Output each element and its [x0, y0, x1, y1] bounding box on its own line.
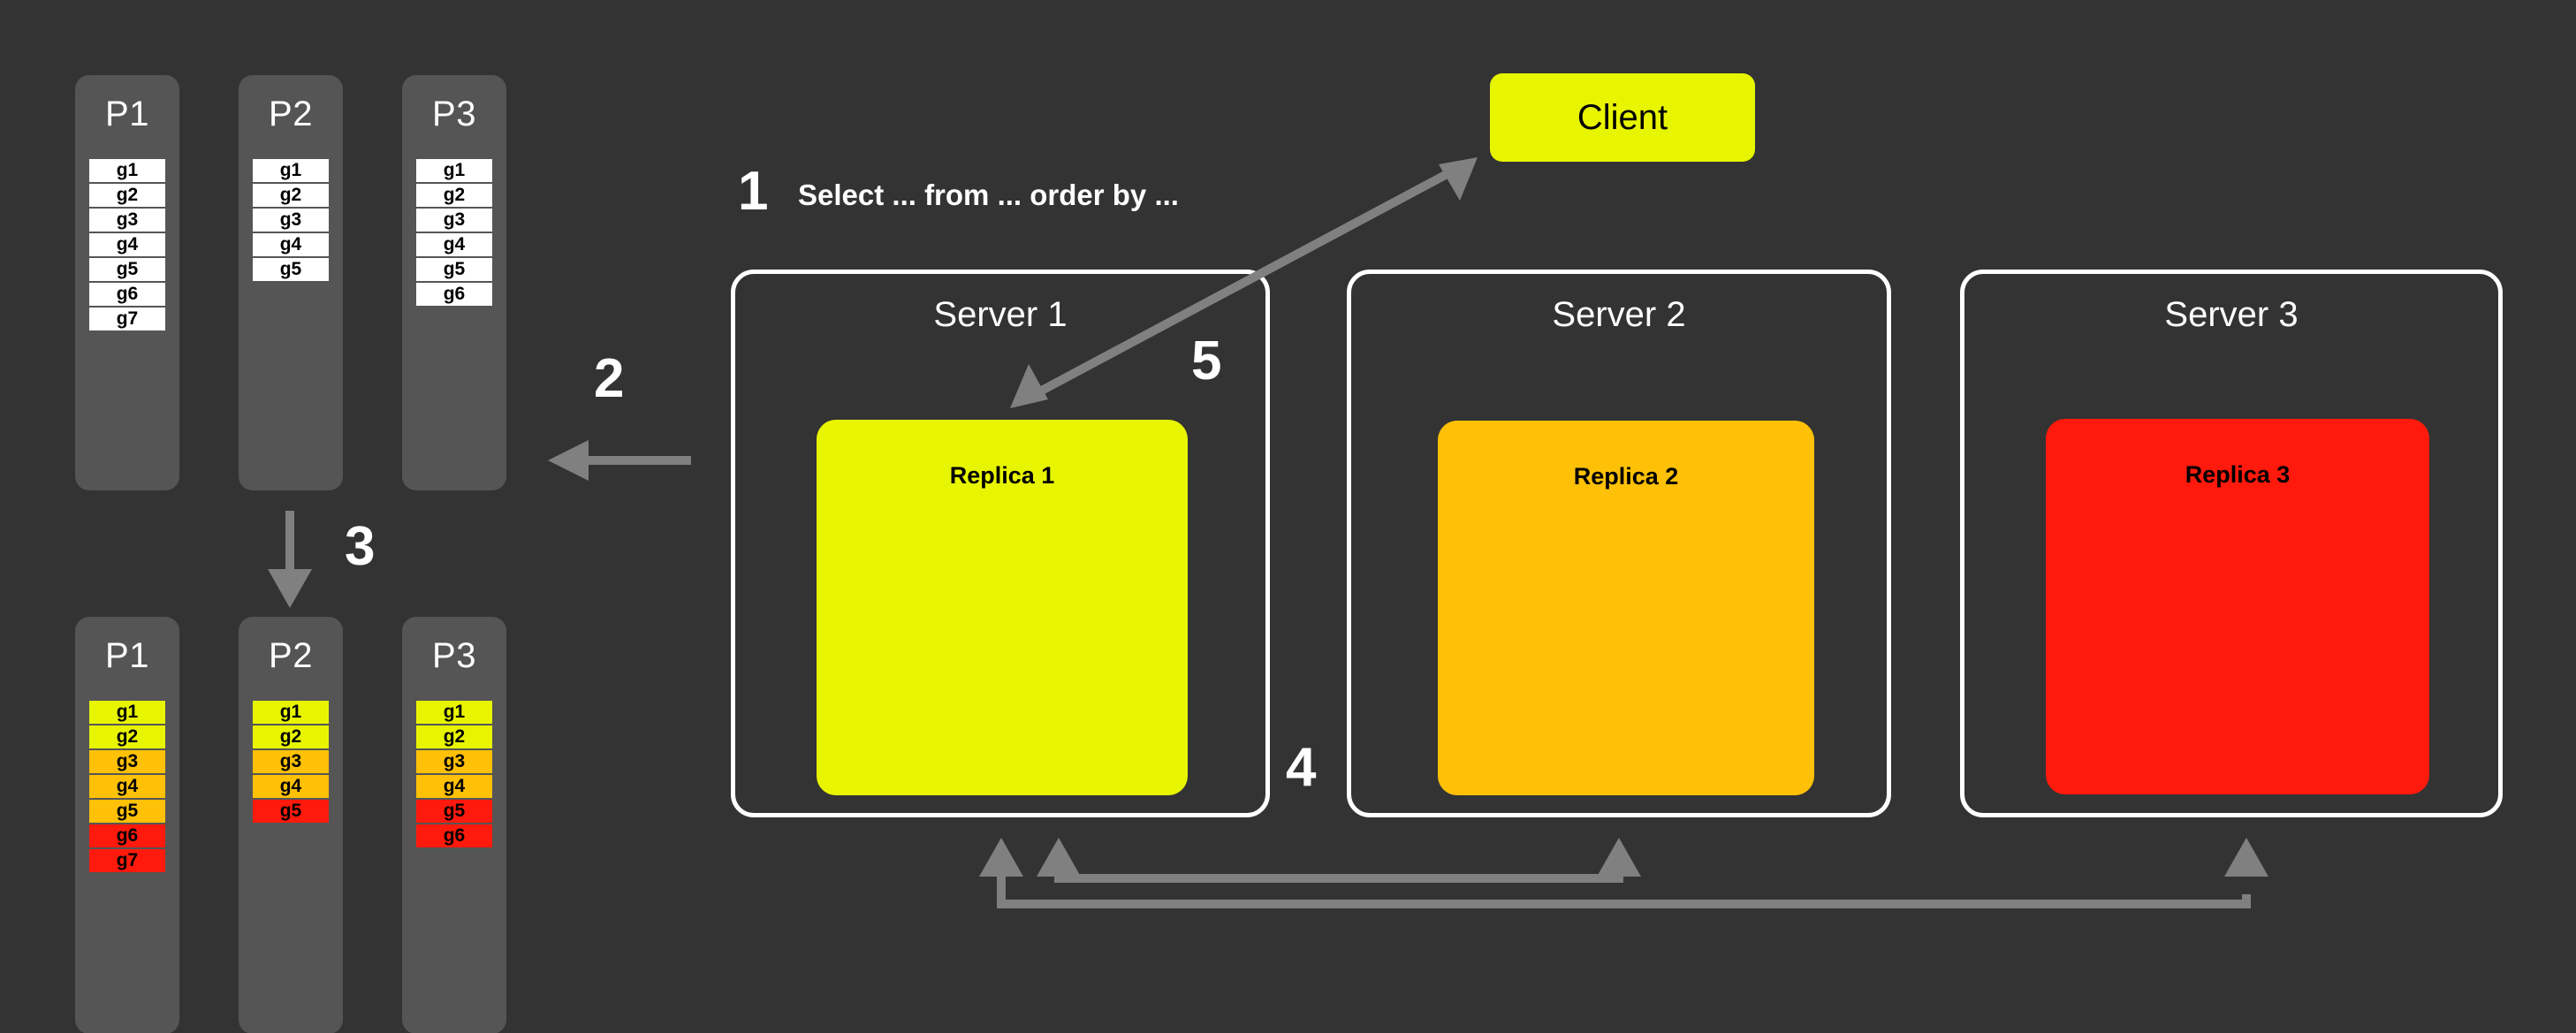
partition-cell: g4 — [89, 775, 165, 798]
partition-title: P3 — [432, 636, 476, 675]
partition-cell: g3 — [89, 209, 165, 232]
partition-cell: g2 — [89, 725, 165, 748]
partition-cell: g4 — [89, 233, 165, 256]
partition-cell: g6 — [416, 824, 492, 847]
partition-cell: g1 — [89, 159, 165, 182]
partition-cells: g1 g2 g3 g4 g5 g6 — [416, 159, 492, 308]
replica-box-1[interactable]: Replica 1 — [817, 420, 1188, 795]
partition-cell: g4 — [416, 775, 492, 798]
partition-cell: g6 — [416, 283, 492, 306]
replica-label: Replica 3 — [2185, 461, 2291, 488]
partition-cell: g1 — [416, 159, 492, 182]
server-box-2: Server 2 Replica 2 — [1347, 270, 1891, 817]
partition-cell: g1 — [89, 701, 165, 724]
partition-cell: g5 — [253, 800, 329, 823]
partition-cell: g4 — [416, 233, 492, 256]
partition-cell: g3 — [253, 750, 329, 773]
partition-cell: g4 — [253, 775, 329, 798]
server-title: Server 2 — [1552, 295, 1686, 334]
partition-cell: g3 — [89, 750, 165, 773]
partition-cell: g2 — [253, 725, 329, 748]
partition-cell: g1 — [253, 701, 329, 724]
partition-cell: g7 — [89, 849, 165, 872]
partition-cell: g2 — [416, 725, 492, 748]
partition-cell: g2 — [253, 184, 329, 207]
partition-title: P1 — [105, 95, 149, 133]
arrow-step-4-server3-icon — [979, 838, 2268, 908]
arrow-step-4-server2-icon — [1037, 838, 1623, 883]
server-title: Server 1 — [933, 295, 1068, 334]
server-box-1: Server 1 Replica 1 — [731, 270, 1270, 817]
partition-cell: g3 — [253, 209, 329, 232]
step-number-3: 3 — [345, 516, 376, 577]
partition-cell: g5 — [416, 258, 492, 281]
partition-cell: g3 — [416, 209, 492, 232]
partition-title: P1 — [105, 636, 149, 675]
query-text: Select ... from ... order by ... — [798, 178, 1179, 211]
partition-cell: g2 — [416, 184, 492, 207]
arrow-step-2-icon — [548, 440, 691, 481]
partition-cell: g5 — [416, 800, 492, 823]
partition-cell: g1 — [416, 701, 492, 724]
server-title: Server 3 — [2164, 295, 2299, 334]
partition-cells: g1 g2 g3 g4 g5 — [253, 701, 329, 824]
client-label: Client — [1577, 97, 1668, 137]
partition-cells: g1 g2 g3 g4 g5 g6 g7 — [89, 159, 165, 332]
step-number-2: 2 — [594, 348, 625, 409]
partition-column-top-p1: P1 g1 g2 g3 g4 g5 g6 g7 — [75, 75, 179, 490]
replica-label: Replica 1 — [949, 462, 1055, 489]
partition-cell: g5 — [89, 258, 165, 281]
partition-cell: g7 — [89, 308, 165, 330]
partition-column-bottom-p3: P3 g1 g2 g3 g4 g5 g6 — [402, 617, 506, 1033]
partition-cells: g1 g2 g3 g4 g5 — [253, 159, 329, 283]
partition-title: P3 — [432, 95, 476, 133]
arrow-step-3-icon — [268, 511, 312, 608]
server-box-3: Server 3 Replica 3 — [1960, 270, 2503, 817]
partition-cell: g3 — [416, 750, 492, 773]
partition-cell: g5 — [253, 258, 329, 281]
replica-box-3[interactable]: Replica 3 — [2046, 419, 2429, 794]
partition-cells: g1 g2 g3 g4 g5 g6 g7 — [89, 701, 165, 874]
partition-cell: g2 — [89, 184, 165, 207]
step-number-1: 1 — [738, 161, 769, 222]
partition-column-bottom-p2: P2 g1 g2 g3 g4 g5 — [239, 617, 343, 1033]
partition-title: P2 — [269, 636, 313, 675]
partition-cell: g5 — [89, 800, 165, 823]
partition-cell: g6 — [89, 283, 165, 306]
partition-cells: g1 g2 g3 g4 g5 g6 — [416, 701, 492, 849]
replica-label: Replica 2 — [1573, 463, 1679, 490]
client-box[interactable]: Client — [1490, 73, 1755, 162]
replica-box-2[interactable]: Replica 2 — [1438, 421, 1814, 795]
step-number-4: 4 — [1286, 737, 1317, 798]
arrow-step-4-server2-tip-icon — [1597, 838, 1641, 877]
partition-column-top-p3: P3 g1 g2 g3 g4 g5 g6 — [402, 75, 506, 490]
partition-column-bottom-p1: P1 g1 g2 g3 g4 g5 g6 g7 — [75, 617, 179, 1033]
partition-cell: g6 — [89, 824, 165, 847]
partition-cell: g4 — [253, 233, 329, 256]
partition-column-top-p2: P2 g1 g2 g3 g4 g5 — [239, 75, 343, 490]
partition-title: P2 — [269, 95, 313, 133]
partition-cell: g1 — [253, 159, 329, 182]
